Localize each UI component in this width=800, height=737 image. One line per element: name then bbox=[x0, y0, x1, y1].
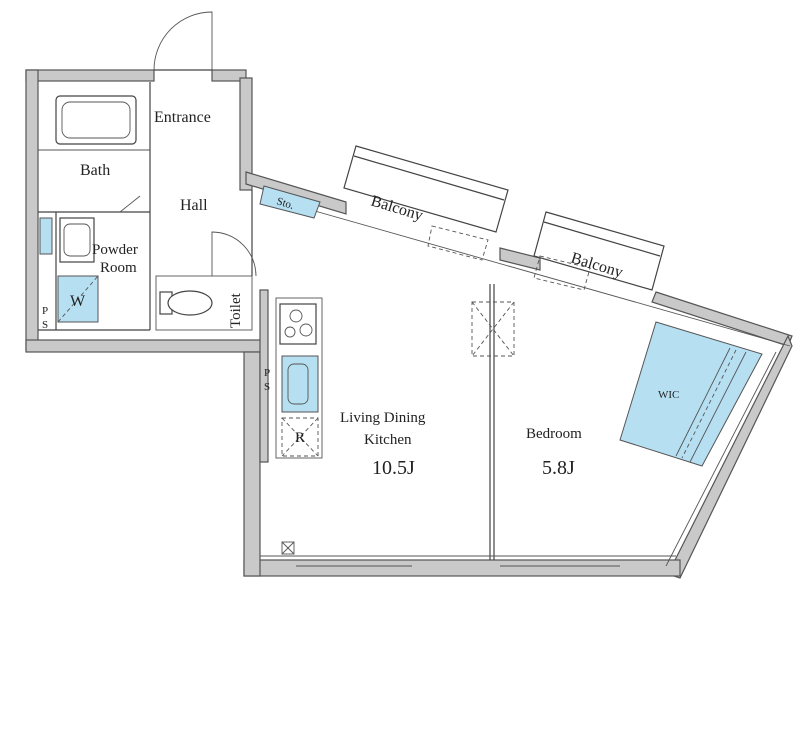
label-wic: WIC bbox=[658, 389, 679, 401]
label-bedroom: Bedroom bbox=[526, 426, 582, 442]
label-ps-left-1: P bbox=[42, 305, 48, 317]
walls bbox=[25, 69, 793, 579]
label-hall: Hall bbox=[180, 197, 208, 214]
fridge bbox=[281, 417, 319, 457]
storage-closet bbox=[259, 185, 321, 219]
vanity-sink bbox=[59, 217, 95, 263]
toilet-bowl bbox=[167, 290, 213, 316]
label-bath: Bath bbox=[80, 162, 110, 179]
label-toilet: Toilet bbox=[228, 292, 244, 328]
fixtures bbox=[38, 95, 515, 555]
label-ldk-2: Kitchen bbox=[364, 432, 412, 448]
balcony-2 bbox=[533, 211, 665, 291]
doors bbox=[119, 11, 257, 277]
label-ps-left-2: S bbox=[42, 319, 48, 331]
wic bbox=[619, 321, 763, 467]
label-ldk-1: Living Dining bbox=[340, 410, 426, 426]
label-bedroom-size: 5.8J bbox=[542, 457, 575, 479]
label-ldk-size: 10.5J bbox=[372, 457, 415, 479]
balconies bbox=[343, 145, 665, 291]
label-storage: Sto. bbox=[275, 195, 295, 212]
label-washer: W bbox=[70, 293, 86, 310]
label-powder-room-2: Room bbox=[100, 260, 137, 276]
interior-lines bbox=[38, 82, 791, 567]
label-ps-kitchen-1: P bbox=[264, 367, 270, 379]
bathtub bbox=[55, 95, 137, 145]
label-powder-room-1: Powder bbox=[92, 242, 138, 258]
wic-closet bbox=[619, 321, 763, 467]
balcony-1 bbox=[343, 145, 509, 233]
label-fridge: R bbox=[295, 430, 305, 446]
label-ps-kitchen-2: S bbox=[264, 381, 270, 393]
label-entrance: Entrance bbox=[154, 109, 211, 126]
